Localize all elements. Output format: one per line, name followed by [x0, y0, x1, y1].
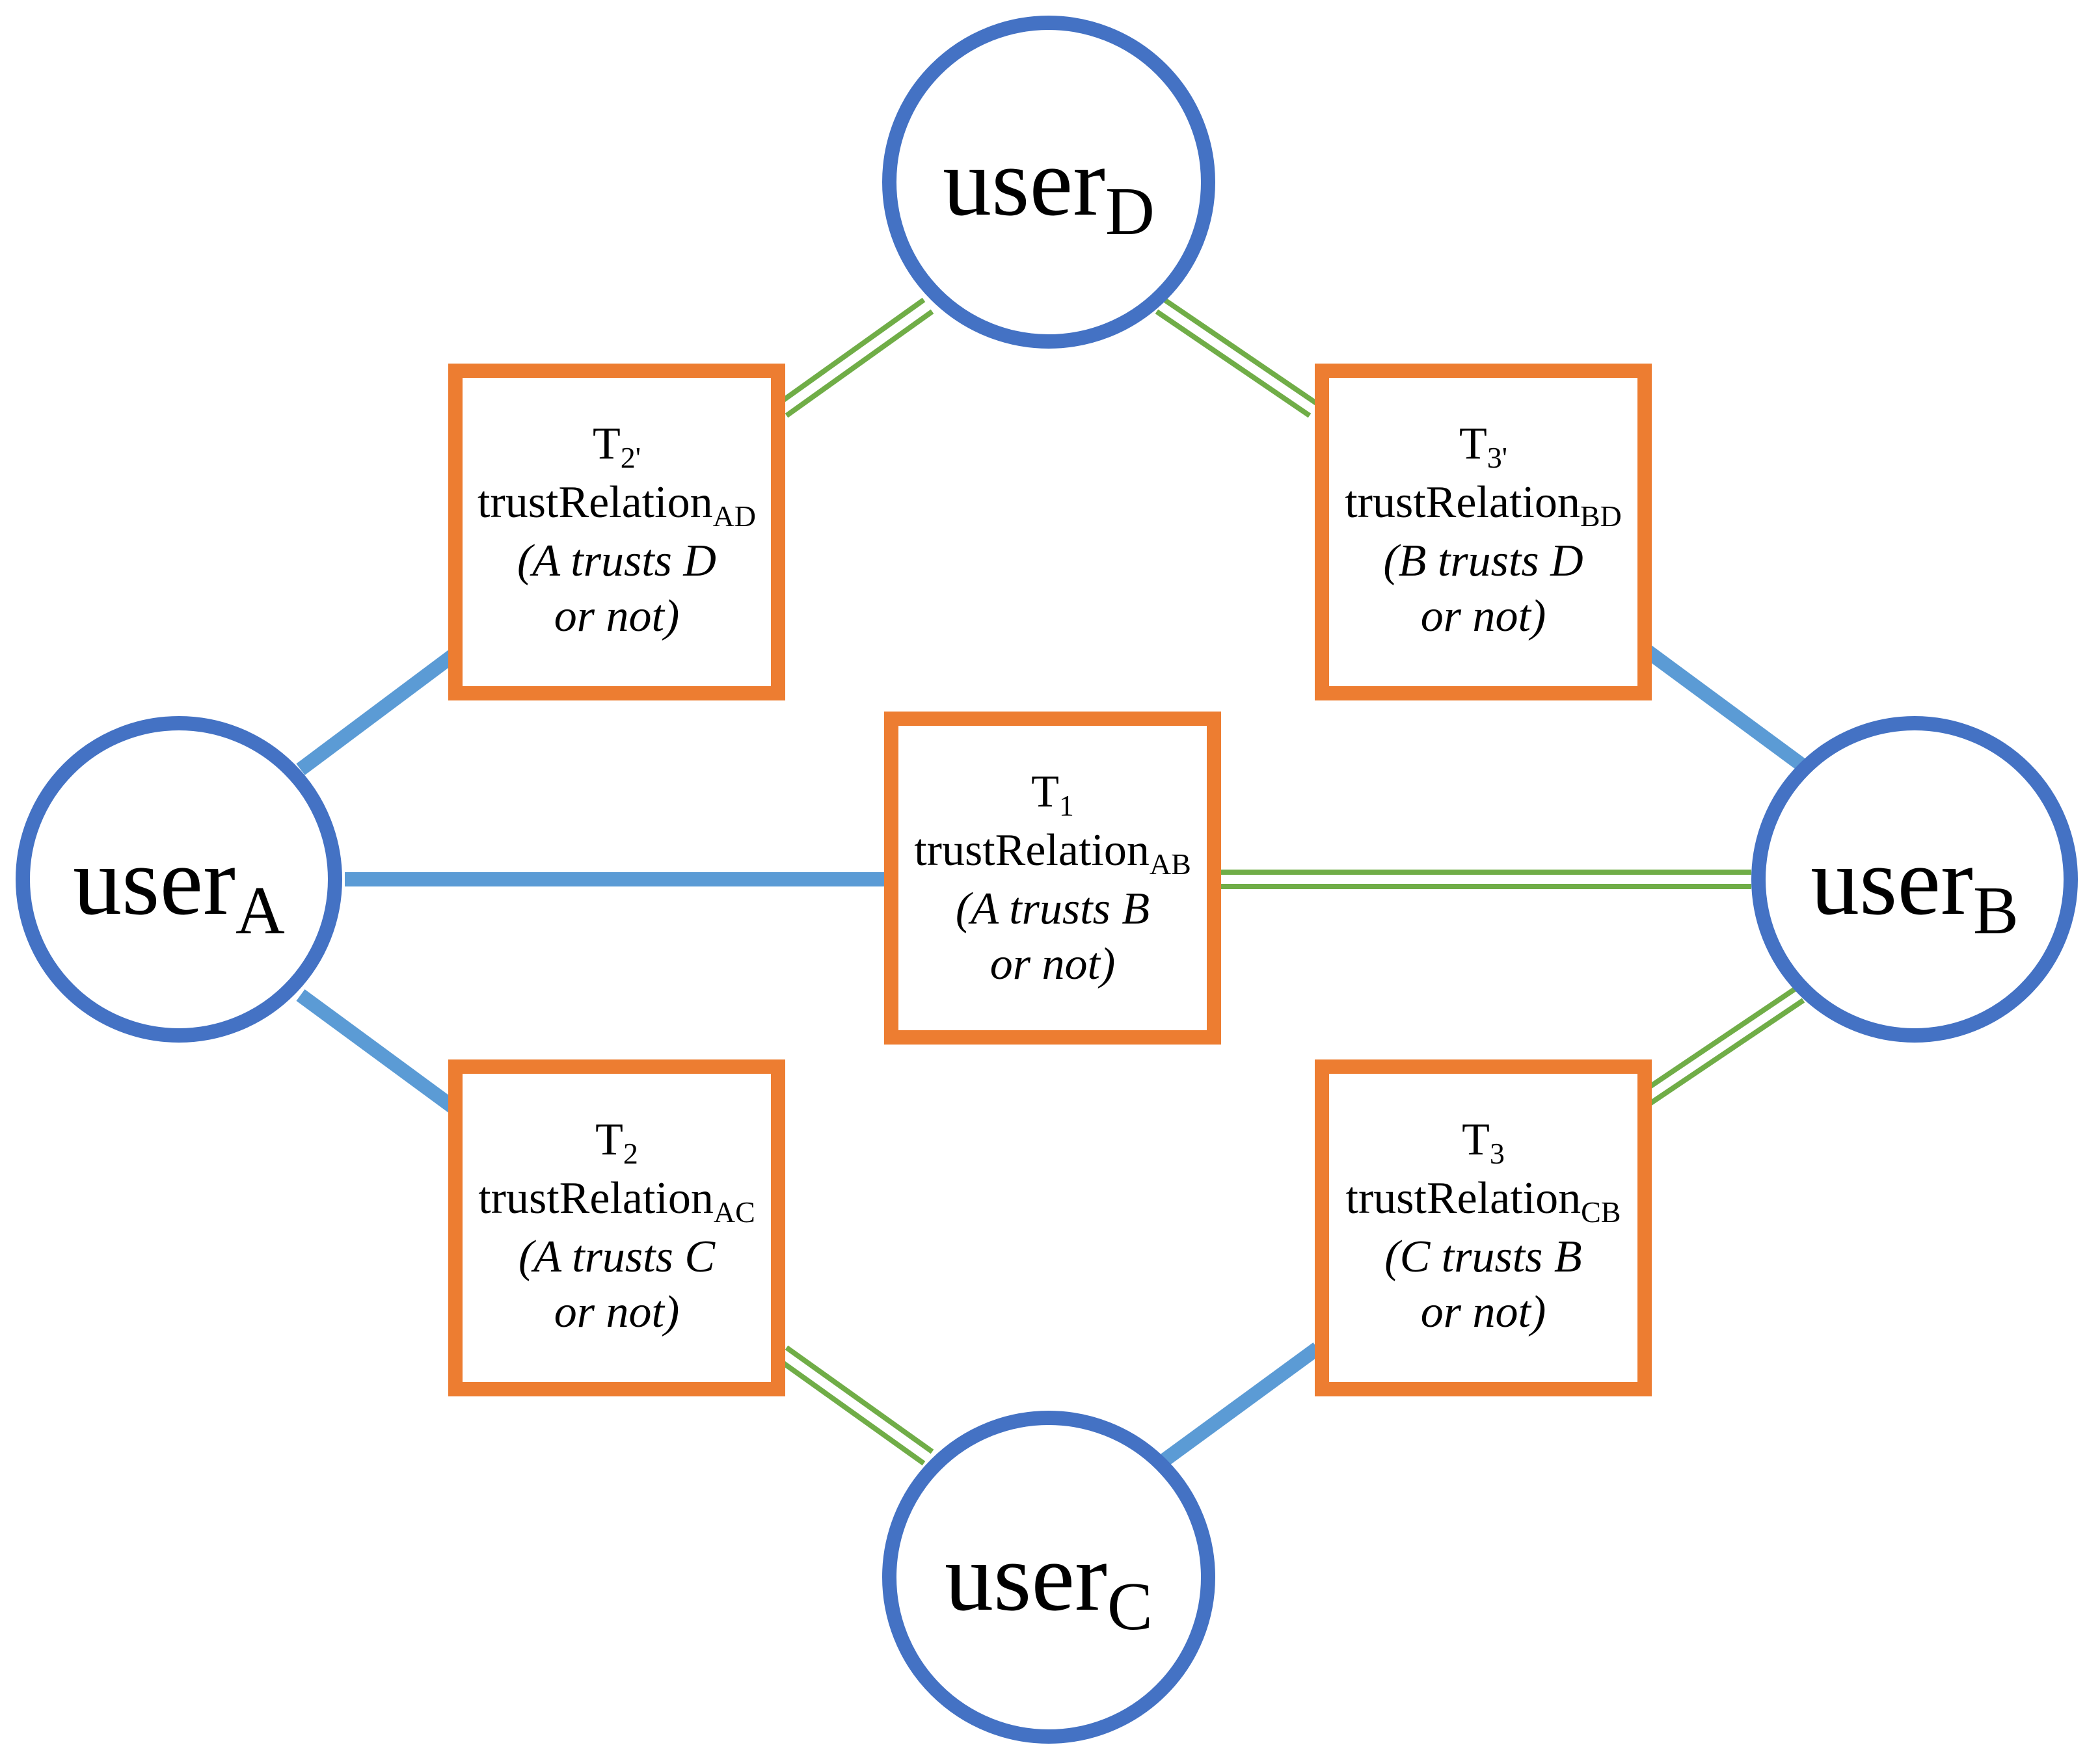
user-a-label: userA [73, 827, 285, 948]
relation-box-t3: T3 trustRelationCB (C trusts B or not) [1315, 1059, 1652, 1396]
relation-t3p-frame [1315, 364, 1652, 700]
edge-d-t3p [1155, 297, 1319, 418]
edge-a-t2p [296, 648, 460, 775]
relation-box-t3p: T3' trustRelationBD (B trusts D or not) [1315, 364, 1652, 700]
user-node-b: userB [1751, 716, 2078, 1043]
relation-t3p-desc-1: (B trusts D [1383, 536, 1583, 586]
user-a-circle [16, 716, 342, 1043]
user-d-label: userD [943, 128, 1155, 249]
user-b-label: userB [1811, 827, 2019, 948]
user-c-label: userC [945, 1523, 1153, 1644]
user-d-circle [882, 16, 1215, 349]
edge-t1-b [1215, 870, 1751, 889]
relation-t2p-frame [448, 364, 785, 700]
relation-box-t2p: T2' trustRelationAD (A trusts D or not) [448, 364, 785, 700]
edge-c-t3 [1160, 1342, 1322, 1466]
relation-t2-desc-2: or not) [554, 1287, 680, 1337]
relation-t3p-id: T3' [1459, 419, 1507, 474]
user-node-d: userD [882, 16, 1215, 349]
relation-t1-desc-1: (A trusts B [956, 884, 1150, 934]
edge-a-t2 [296, 989, 460, 1115]
user-b-circle [1751, 716, 2078, 1043]
relation-t2p-name: trustRelationAD [478, 477, 756, 533]
relation-t3p-desc-2: or not) [1421, 591, 1546, 641]
edge-t2p-d [776, 297, 934, 418]
relation-t3-frame [1315, 1059, 1652, 1396]
relation-box-t1: T1 trustRelationAB (A trusts B or not) [884, 712, 1221, 1045]
user-node-a: userA [16, 716, 342, 1043]
edge-t2-c [776, 1345, 934, 1466]
relation-t2-desc-1: (A trusts C [518, 1232, 716, 1282]
relation-t3p-name: trustRelationBD [1345, 477, 1622, 533]
relation-box-t2: T2 trustRelationAC (A trusts C or not) [448, 1059, 785, 1396]
relation-t3-name: trustRelationCB [1346, 1173, 1621, 1229]
user-c-circle [882, 1411, 1215, 1744]
user-node-c: userC [882, 1411, 1215, 1744]
relation-t1-id: T1 [1031, 767, 1074, 822]
relation-t1-frame [884, 712, 1221, 1045]
relation-t3-desc-2: or not) [1421, 1287, 1546, 1337]
relation-t1-desc-2: or not) [990, 939, 1116, 989]
relation-t3-id: T3 [1462, 1115, 1505, 1170]
relation-t3-desc-1: (C trusts B [1384, 1232, 1582, 1282]
relation-t2-id: T2 [595, 1115, 638, 1170]
edges [296, 297, 1805, 1466]
relation-t1-name: trustRelationAB [914, 825, 1191, 881]
edge-t3p-b [1640, 643, 1805, 770]
relation-t2p-desc-1: (A trusts D [517, 536, 716, 586]
relation-t2p-id: T2' [593, 419, 641, 474]
edge-t3-b [1634, 986, 1805, 1110]
relation-t2-frame [448, 1059, 785, 1396]
relation-t2-name: trustRelationAC [478, 1173, 755, 1229]
relation-t2p-desc-2: or not) [554, 591, 680, 641]
